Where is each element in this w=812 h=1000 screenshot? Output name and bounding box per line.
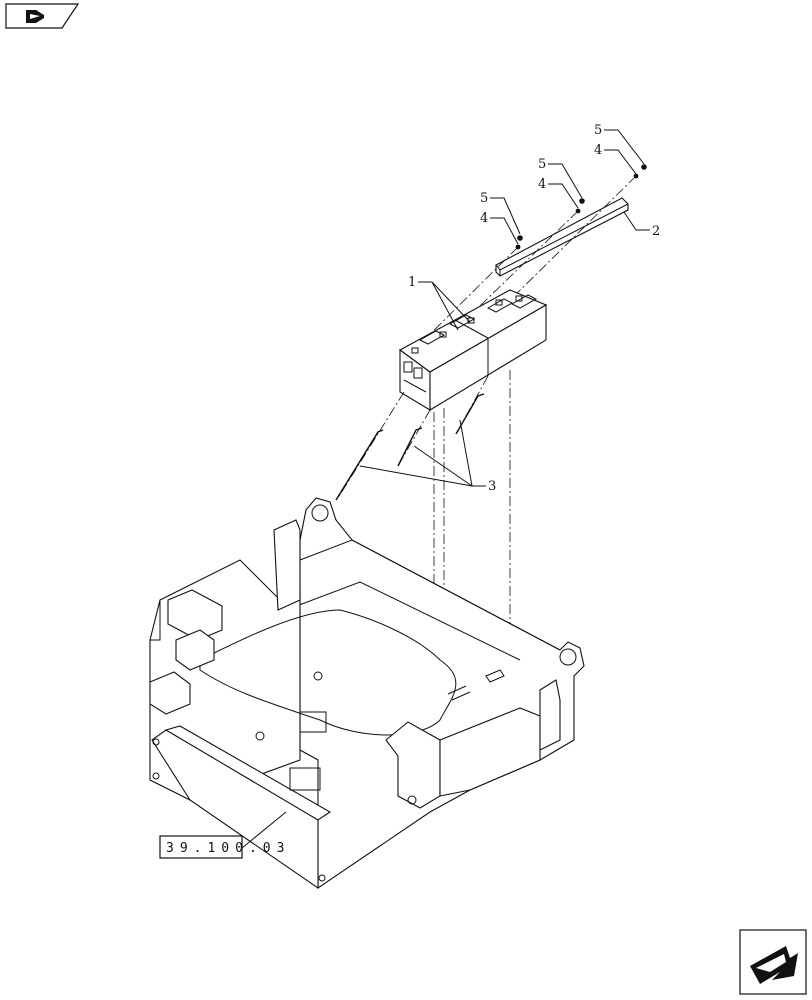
chassis-frame [149, 497, 585, 890]
callout-5-set2: 5 [538, 157, 546, 172]
next-button[interactable] [739, 929, 807, 995]
callout-5-set3: 5 [594, 123, 602, 138]
callout-3: 3 [488, 479, 496, 494]
back-button[interactable] [5, 3, 80, 29]
back-arrow-icon [26, 10, 44, 23]
clamp-bar [495, 197, 629, 277]
reference-label: 39.100.03 [166, 841, 290, 856]
next-arrow-icon [750, 946, 798, 984]
hold-down-rods [335, 393, 485, 501]
callout-4-set2: 4 [538, 177, 546, 192]
callout-4-set3: 4 [594, 143, 602, 158]
battery-assembly [398, 289, 548, 411]
callout-5-set1: 5 [480, 191, 488, 206]
reference-link[interactable]: 39.100.03 [159, 835, 290, 859]
callout-1: 1 [408, 275, 416, 290]
leader-lines [241, 129, 650, 849]
callout-4-set1: 4 [480, 211, 488, 226]
callout-2: 2 [652, 224, 660, 239]
